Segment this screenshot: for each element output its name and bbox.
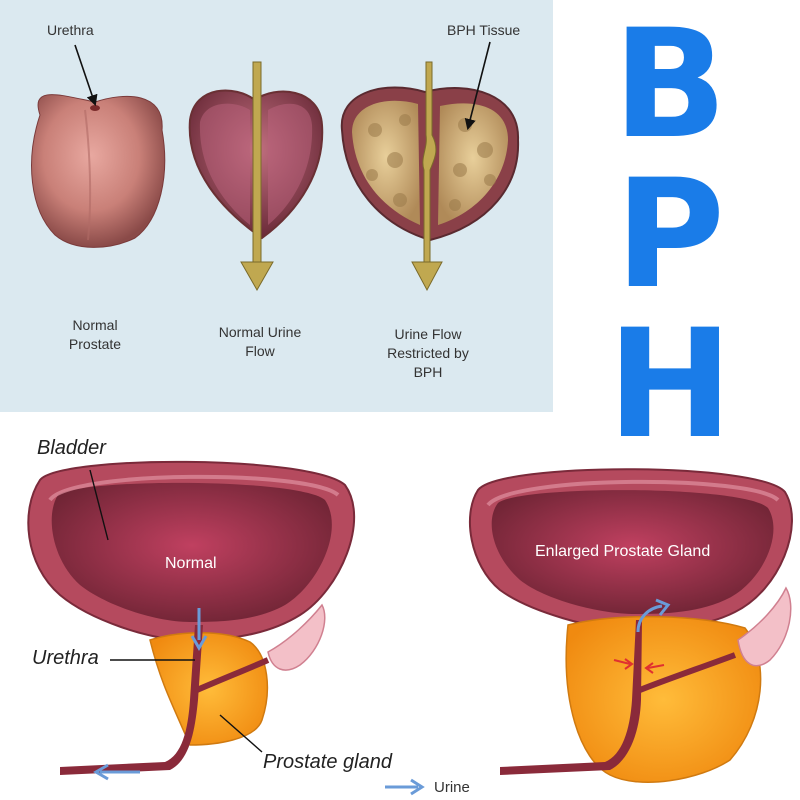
bph-flow-illustration <box>340 61 520 292</box>
caption-restricted-line2: Restricted by <box>387 345 469 361</box>
enlarged-bladder-diagram <box>468 468 793 783</box>
urethra-bottom-label: Urethra <box>32 647 99 669</box>
title-letter-p: P <box>615 148 725 322</box>
bladder-pointer <box>89 469 109 541</box>
urethra-pointer <box>74 44 98 107</box>
title-letter-b: B <box>612 0 728 172</box>
normal-prostate-illustration <box>31 94 166 248</box>
urine-legend-arrow <box>385 778 425 796</box>
title-letter-h: H <box>607 298 733 472</box>
normal-label: Normal <box>165 555 217 572</box>
bladder-label: Bladder <box>37 437 106 459</box>
caption-restricted-line1: Urine Flow <box>394 326 462 342</box>
normal-flow-illustration <box>188 61 324 292</box>
caption-restricted-flow: Urine Flow Restricted by BPH <box>373 325 483 382</box>
urine-legend-label: Urine <box>434 779 470 796</box>
normal-bladder-diagram <box>27 460 356 781</box>
caption-normal-line2: Prostate <box>68 336 122 352</box>
caption-flow-line1: Normal Urine <box>218 324 302 340</box>
prostate-pointer <box>219 714 263 753</box>
caption-normal-prostate: Normal Prostate <box>45 316 145 354</box>
bph-tissue-pointer <box>464 41 491 131</box>
caption-flow-line2: Flow <box>245 343 275 359</box>
caption-normal-flow: Normal Urine Flow <box>205 323 315 361</box>
bph-tissue-label: BPH Tissue <box>447 22 521 38</box>
prostate-gland-label: Prostate gland <box>263 751 392 773</box>
enlarged-prostate-label: Enlarged Prostate Gland <box>535 543 711 560</box>
caption-normal-line1: Normal <box>72 317 118 333</box>
urethra-label: Urethra <box>47 22 94 38</box>
caption-restricted-line3: BPH <box>413 364 443 380</box>
